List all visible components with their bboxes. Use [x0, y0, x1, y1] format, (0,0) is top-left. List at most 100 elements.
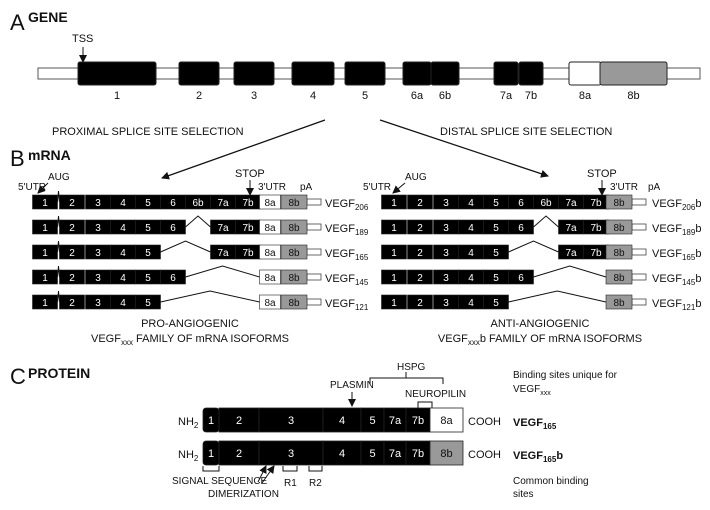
anti-row-145-splice-1	[533, 265, 607, 278]
vegf165b-domain-label-7a: 7a	[389, 448, 402, 460]
anti-row-189-exon-1	[381, 219, 407, 235]
vegf165-domain-label-5: 5	[369, 415, 375, 427]
anti-row-145-exon-label-3: 3	[443, 273, 449, 284]
proximal-arrow	[161, 119, 326, 180]
vegf165-domain-label-4: 4	[339, 415, 345, 427]
r2-bracket	[308, 466, 323, 472]
pro-row-189-splice-2	[185, 215, 211, 228]
anti-caption-line1: ANTI-ANGIOGENIC	[490, 318, 589, 330]
pro-row-145-splice-1	[57, 265, 60, 278]
anti-row-121-exon-8b	[605, 294, 633, 310]
anti-row-189-exon-label-5: 5	[493, 223, 499, 234]
pro-row-206-exon-label-3: 3	[95, 198, 101, 209]
vegf165-domain-3	[258, 407, 324, 433]
section-a-letter: A	[10, 10, 25, 35]
vegf165-domain-label-1: 1	[208, 415, 214, 427]
vegf165b-domain-8b	[429, 440, 464, 466]
pro-row-121-isoform-name: VEGF121	[325, 298, 369, 312]
anti-row-121-exon-label-2: 2	[417, 298, 423, 309]
protein-name-row2-sub: 165	[543, 455, 557, 464]
anti-row-121-isoform-name: VEGF121b	[652, 298, 701, 312]
anti-row-145-exon-8b	[605, 269, 633, 285]
pro-row-165-polya-tail	[306, 248, 322, 256]
neuropilin-bracket	[417, 401, 433, 408]
anti-pa-label: pA	[648, 182, 661, 193]
vegf165-domain-label-7a: 7a	[389, 415, 402, 427]
anti-row-189-exon-label-6: 6	[518, 223, 524, 234]
gene-exon-8b	[599, 61, 668, 86]
pro-utr3-label: 3'UTR	[258, 182, 286, 193]
pro-row-206-exon-8a	[259, 194, 281, 210]
anti-row-206-exon-label-8b: 8b	[613, 198, 625, 209]
pro-row-206-polya-tail	[306, 198, 322, 206]
section-c-letter: C	[10, 364, 26, 389]
anti-row-145-exon-label-8b: 8b	[613, 273, 625, 284]
anti-caption-line2: VEGFxxxb FAMILY OF mRNA ISOFORMS	[438, 333, 642, 347]
anti-row-206-exon-2	[407, 194, 433, 210]
pro-row-165-exon-label-1: 1	[42, 248, 48, 259]
plasmin-label: PLASMIN	[330, 380, 374, 391]
hspg-label: HSPG	[397, 362, 426, 373]
pro-row-145-exon-8b	[280, 269, 308, 285]
anti-row-145-polya-tail	[631, 273, 647, 281]
vegf165-domain-4	[322, 407, 362, 433]
unique-binding-vegf: VEGF	[513, 384, 540, 395]
pro-row-206-exon-label-8b: 8b	[288, 198, 300, 209]
pro-row-165-isoform-name: VEGF165	[325, 248, 369, 262]
pro-row-145-exon-label-3: 3	[95, 273, 101, 284]
pro-row-189-exon-2	[59, 219, 85, 235]
pro-row-189-exon-1	[32, 219, 58, 235]
anti-row-145-isoform-name: VEGF145b	[652, 273, 701, 287]
nh2-sub-row1: 2	[194, 421, 199, 430]
anti-row-189-exon-2	[407, 219, 433, 235]
r1-label: R1	[284, 478, 297, 489]
anti-row-165-exon-2	[407, 244, 433, 260]
pro-row-189-exon-label-2: 2	[69, 223, 75, 234]
pro-row-145-exon-8a	[259, 269, 281, 285]
pro-row-189-exon-8a	[259, 219, 281, 235]
signal-sequence-label: SIGNAL SEQUENCE	[172, 476, 268, 487]
vegf165b-domain-label-5: 5	[369, 448, 375, 460]
pro-row-145-exon-label-2: 2	[69, 273, 75, 284]
pro-row-206-exon-label-7a: 7a	[217, 198, 229, 209]
anti-utr5-label: 5'UTR	[363, 182, 391, 193]
vegf165b-domain-label-8b: 8b	[440, 448, 452, 460]
anti-row-145-exon-1	[381, 269, 407, 285]
pro-row-165-exon-label-5: 5	[145, 248, 151, 259]
pro-caption-rest: FAMILY OF mRNA ISOFORMS	[133, 333, 289, 345]
nh2-text-row2: NH	[178, 449, 194, 461]
anti-row-121-exon-label-5: 5	[493, 298, 499, 309]
anti-stop-label: STOP	[587, 168, 617, 180]
anti-row-145-exon-label-6: 6	[518, 273, 524, 284]
pro-row-121-exon-label-3: 3	[95, 298, 101, 309]
protein-name-row2-suffix: b	[556, 450, 563, 462]
pro-row-165-exon-5	[135, 244, 161, 260]
anti-row-165-exon-5	[483, 244, 509, 260]
pro-row-165-exon-label-8b: 8b	[288, 248, 300, 259]
common-binding-line2: sites	[513, 489, 534, 500]
anti-row-165-exon-label-2: 2	[417, 248, 423, 259]
anti-row-165-exon-label-4: 4	[468, 248, 474, 259]
gene-exon-7b	[518, 61, 544, 86]
pro-row-121-exon-label-5: 5	[145, 298, 151, 309]
pro-row-145-exon-label-6: 6	[170, 273, 176, 284]
pro-row-189-exon-label-8b: 8b	[288, 223, 300, 234]
r1-bracket	[282, 466, 298, 472]
gene-exon-label-4: 4	[310, 90, 316, 102]
vegf165-domain-label-3: 3	[288, 415, 294, 427]
anti-row-121-exon-label-1: 1	[391, 298, 397, 309]
unique-binding-line2: VEGFxxx	[513, 384, 551, 397]
anti-row-206-exon-label-7a: 7a	[565, 198, 577, 209]
gene-exon-label-8b: 8b	[627, 90, 639, 102]
anti-row-145-exon-label-2: 2	[417, 273, 423, 284]
vegf165-domain-8a	[429, 407, 464, 433]
pro-row-165-exon-1	[32, 244, 58, 260]
pro-row-189-isoform-name: VEGF189	[325, 223, 369, 237]
anti-row-145-exon-6	[508, 269, 534, 285]
nh2-label-row1: NH2	[178, 416, 199, 430]
pro-row-145-exon-2	[59, 269, 85, 285]
